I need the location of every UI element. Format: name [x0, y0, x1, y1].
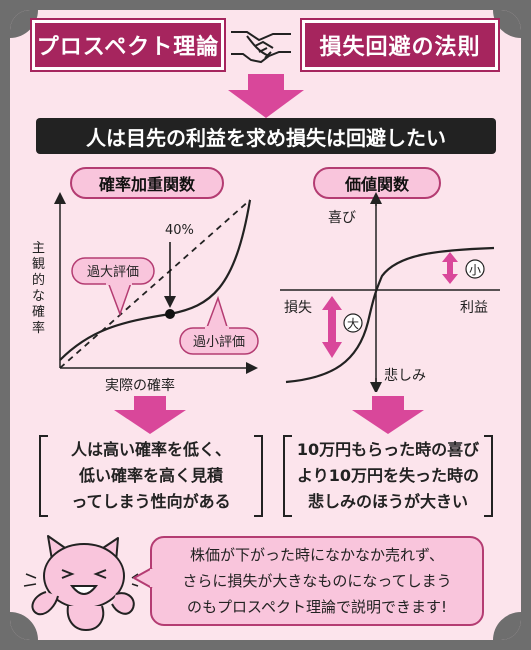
bubble-line: さらに損失が大きなものになってしまう — [182, 572, 452, 590]
y-label-char: な — [32, 289, 45, 304]
callout-tail — [106, 279, 134, 317]
corner — [493, 612, 521, 640]
handshake-icon — [231, 31, 291, 64]
callout-text: 過大評価 — [87, 265, 139, 280]
weighting-function-chart: 40% 主 観 的 な 確 率 過大評価 過小評価 実際の確率 — [32, 192, 259, 394]
down-arrow-icon — [352, 396, 424, 434]
point-label: 40% — [165, 223, 194, 238]
callout-mask — [205, 326, 229, 331]
value-summary: 10万円もらった時の喜び より10万円を失った時の 悲しみのほうが大きい — [282, 434, 494, 518]
arrow-shape — [322, 296, 342, 358]
bubble-line: 株価が下がった時になかなか売れず、 — [190, 546, 444, 564]
mark-text: 小 — [469, 263, 481, 277]
mark-circle — [465, 259, 485, 279]
summary-line: 10万円もらった時の喜び — [296, 440, 480, 459]
y-label-char: 確 — [32, 304, 45, 320]
crossover-point — [165, 309, 175, 319]
y-label-char: 的 — [32, 272, 45, 288]
cat-mascot-icon — [23, 535, 139, 632]
loss-label: 損失 — [284, 300, 312, 316]
value-function-chart: 喜び 悲しみ 損失 利益 小 大 — [280, 192, 500, 392]
bracket-frame — [283, 435, 493, 517]
callout-tail — [204, 295, 230, 331]
summary-line: より10万円を失った時の — [297, 466, 479, 485]
sadness-label: 悲しみ — [384, 367, 426, 384]
y-label-char: 観 — [32, 257, 45, 272]
summary-line: 悲しみのほうが大きい — [307, 492, 468, 511]
down-arrow-icon — [228, 74, 304, 118]
summary-text: 10万円もらった時の喜び より10万円を失った時の 悲しみのほうが大きい — [297, 437, 479, 515]
y-label: 主 観 的 な 確 率 — [32, 241, 45, 336]
headline: 人は目先の利益を求め損失は回避したい — [36, 118, 496, 154]
callout-text: 過小評価 — [193, 335, 245, 350]
summary-text: 人は高い確率を低く、 低い確率を高く見積 ってしまう性向がある — [71, 437, 231, 515]
y-label-char: 主 — [32, 241, 45, 256]
summary-line: 低い確率を高く見積 — [78, 466, 223, 485]
mark-circle — [343, 313, 363, 333]
bubble-text: 株価が下がった時になかなか売れず、 さらに損失が大きなものになってしまう のもプ… — [182, 542, 451, 620]
joy-label: 喜び — [328, 210, 356, 226]
bubble-line: のもプロスペクト理論で説明できます! — [187, 598, 447, 616]
explanation-bubble: 株価が下がった時になかなか売れず、 さらに損失が大きなものになってしまう のもプ… — [150, 536, 484, 626]
diagonal-reference-line — [59, 199, 251, 369]
summary-line: 人は高い確率を低く、 — [70, 440, 231, 459]
loss-aversion-title: 損失回避の法則 — [302, 20, 498, 70]
x-label: 実際の確率 — [105, 377, 175, 394]
weighting-summary: 人は高い確率を低く、 低い確率を高く見積 ってしまう性向がある — [38, 434, 264, 518]
underestimate-callout: 過小評価 — [179, 295, 259, 355]
arrow-shape — [442, 252, 458, 284]
y-label-char: 率 — [32, 320, 45, 336]
summary-line: ってしまう性向がある — [71, 492, 231, 511]
bubble-tail — [133, 567, 154, 589]
value-curve — [285, 246, 495, 384]
small-gain-arrow-icon: 小 — [442, 252, 485, 284]
mark-text: 大 — [347, 317, 359, 331]
large-loss-arrow-icon: 大 — [322, 296, 363, 358]
weighting-function-label: 確率加重関数 — [70, 167, 224, 199]
callout-mask — [106, 280, 132, 285]
overestimate-callout: 過大評価 — [71, 257, 155, 317]
gain-label: 利益 — [460, 300, 488, 316]
down-arrow-icon — [114, 396, 186, 434]
bracket-frame — [39, 435, 263, 517]
prospect-theory-title: プロスペクト理論 — [32, 20, 224, 70]
